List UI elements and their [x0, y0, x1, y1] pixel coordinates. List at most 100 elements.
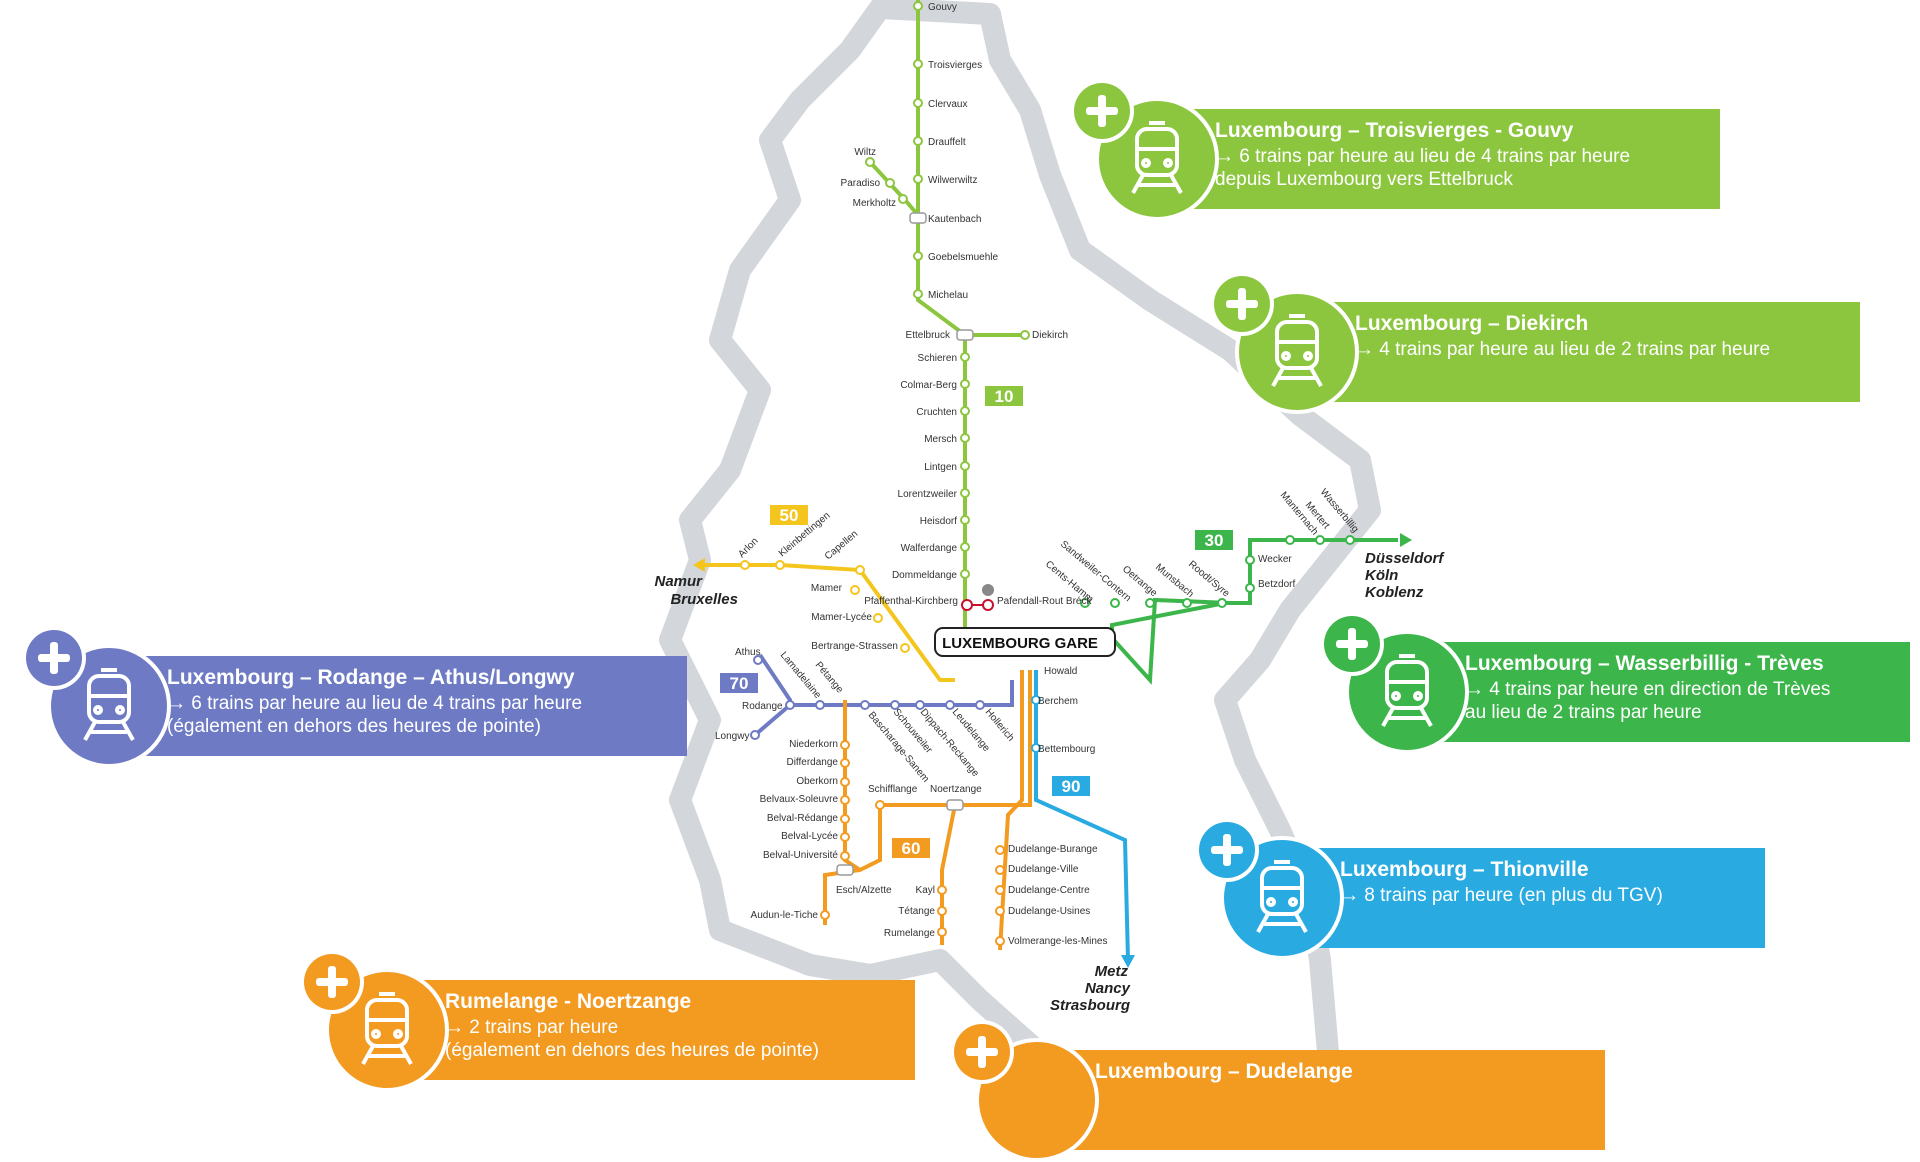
line-90-badge: 90: [1052, 776, 1090, 796]
station-dot: [820, 910, 830, 920]
callout-diekirch: Luxembourg – Diekirch → 4 trains par heu…: [1210, 272, 1860, 414]
callout-description: → 4 trains par heure au lieu de 2 trains…: [1355, 339, 1771, 360]
station-howald: Howald: [1044, 666, 1077, 677]
callout-description: → 4 trains par heure en direction de Trè…: [1465, 679, 1831, 723]
station-pfaffenthal-kirchberg: Pfaffenthal-Kirchberg: [864, 596, 958, 607]
station-dot: [1315, 535, 1325, 545]
station-dot: [890, 700, 900, 710]
station-dot: [960, 515, 970, 525]
station-dot: [740, 560, 750, 570]
plus-icon: [950, 1020, 1014, 1084]
station-dot: [1217, 598, 1227, 608]
station-dot: [875, 800, 885, 810]
station-schieren: Schieren: [918, 353, 957, 364]
station-bertrange-strassen: Bertrange-Strassen: [811, 641, 898, 652]
line-10-badge: 10: [985, 386, 1023, 406]
station-dot: [960, 406, 970, 416]
line-90-number: 90: [1062, 777, 1081, 796]
callout-bar: Rumelange - Noertzange → 2 trains par he…: [350, 980, 915, 1080]
station-kautenbach: Kautenbach: [928, 214, 981, 225]
train-icon: [1256, 860, 1308, 933]
station-walferdange: Walferdange: [901, 543, 958, 554]
station-mamer: Mamer: [811, 583, 843, 594]
funicular-icon: [982, 584, 994, 596]
station-tetange: Tétange: [898, 906, 935, 917]
callout-title: Luxembourg – Dudelange: [1095, 1060, 1353, 1083]
station-wilwerwiltz: Wilwerwiltz: [928, 175, 977, 186]
station-pafendall: Pafendall-Rout Bréck: [997, 596, 1092, 607]
callout-dudelange: Luxembourg – Dudelange: [950, 1020, 1605, 1162]
station-dots: [740, 1, 1355, 946]
station-dot: [898, 194, 908, 204]
station-berchem: Berchem: [1038, 696, 1078, 707]
station-dot: [913, 174, 923, 184]
station-dot: [873, 613, 883, 623]
station-longwy: Longwy: [715, 731, 749, 742]
callout-rodange-athus-longwy: Luxembourg – Rodange – Athus/Longwy → 6 …: [22, 626, 687, 768]
station-arlon: Arlon: [736, 536, 760, 560]
callout-troisvierges-gouvy: Luxembourg – Troisvierges - Gouvy → 6 tr…: [1070, 79, 1720, 221]
line-90-track: [1034, 670, 1130, 961]
callout-rumelange-noertzange: Rumelange - Noertzange → 2 trains par he…: [300, 950, 915, 1092]
callout-description: → 8 trains par heure (en plus du TGV): [1340, 885, 1663, 906]
station-dot: [840, 851, 850, 861]
station-dot: [840, 740, 850, 750]
station-dot: [1345, 535, 1355, 545]
station-niederkorn: Niederkorn: [789, 739, 838, 750]
dest-bruxelles: Bruxelles: [670, 591, 738, 608]
callout-wasserbillig-treves: Luxembourg – Wasserbillig - Trèves → 4 t…: [1320, 612, 1910, 754]
station-dot: [840, 814, 850, 824]
callout-description: → 6 trains par heure au lieu de 4 trains…: [1215, 146, 1631, 190]
interchange-marker: [836, 864, 854, 876]
callout-title: Rumelange - Noertzange: [445, 990, 692, 1013]
rail-network-map: 10 30 50 60 70 90 LUXEMBOURG GARE: [654, 0, 1445, 1080]
station-dot: [913, 98, 923, 108]
station-dot: [960, 542, 970, 552]
station-dot: [900, 643, 910, 653]
station-wecker: Wecker: [1258, 554, 1292, 565]
callout-bar: Luxembourg – Diekirch → 4 trains par heu…: [1260, 302, 1860, 402]
station-esch: Esch/Alzette: [836, 885, 892, 896]
callout-title: Luxembourg – Thionville: [1340, 858, 1589, 881]
station-dot: [1080, 598, 1090, 608]
callout-bar: Luxembourg – Wasserbillig - Trèves → 4 t…: [1370, 642, 1910, 742]
interchange-marker: [946, 799, 964, 811]
station-clervaux: Clervaux: [928, 99, 967, 110]
callout-bar: Luxembourg – Rodange – Athus/Longwy → 6 …: [72, 656, 687, 756]
station-bettembourg: Bettembourg: [1038, 744, 1095, 755]
callout-title: Luxembourg – Troisvierges - Gouvy: [1215, 119, 1574, 142]
callout-description: → 6 trains par heure au lieu de 4 trains…: [167, 693, 583, 737]
station-dot: [995, 885, 1005, 895]
station-dot: [1285, 535, 1295, 545]
station-dot: [850, 585, 860, 595]
line-60-badge: 60: [892, 838, 930, 858]
station-dudelange-centre: Dudelange-Centre: [1008, 885, 1090, 896]
station-athus: Athus: [735, 647, 761, 658]
station-cruchten: Cruchten: [916, 407, 957, 418]
dest-dusseldorf: Düsseldorf: [1365, 550, 1445, 567]
station-dot: [975, 700, 985, 710]
station-rodange: Rodange: [742, 701, 783, 712]
train-icon: [1381, 654, 1433, 727]
station-dudelange-usines: Dudelange-Usines: [1008, 906, 1090, 917]
station-mamer-lycee: Mamer-Lycée: [811, 612, 872, 623]
station-dot: [913, 1, 923, 11]
callout-bar: Luxembourg – Troisvierges - Gouvy → 6 tr…: [1120, 109, 1720, 209]
station-dot: [995, 906, 1005, 916]
station-audun-le-tiche: Audun-le-Tiche: [751, 910, 819, 921]
interchange-marker: [956, 329, 974, 341]
station-dudelange-ville: Dudelange-Ville: [1008, 864, 1079, 875]
station-betzdorf: Betzdorf: [1258, 579, 1295, 590]
station-dot: [937, 927, 947, 937]
station-dot: [855, 565, 865, 575]
station-schifflange: Schifflange: [868, 784, 918, 795]
station-dot: [775, 560, 785, 570]
plus-icon: [1210, 272, 1274, 336]
station-belvaux: Belvaux-Soleuvre: [760, 794, 839, 805]
kirchberg-interchange: [961, 584, 994, 611]
station-wiltz: Wiltz: [854, 147, 876, 158]
station-volmerange: Volmerange-les-Mines: [1008, 936, 1108, 947]
train-icon: [1271, 314, 1323, 387]
line-70-number: 70: [730, 674, 749, 693]
line-30-badge: 30: [1195, 530, 1233, 550]
